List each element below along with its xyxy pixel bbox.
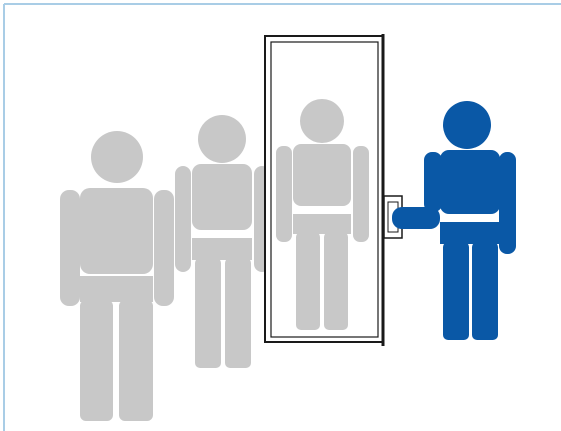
grey-figure-middle-icon — [175, 115, 270, 368]
grey-figure-front-icon — [60, 131, 174, 421]
blue-figure-holding-door-icon — [392, 101, 516, 340]
